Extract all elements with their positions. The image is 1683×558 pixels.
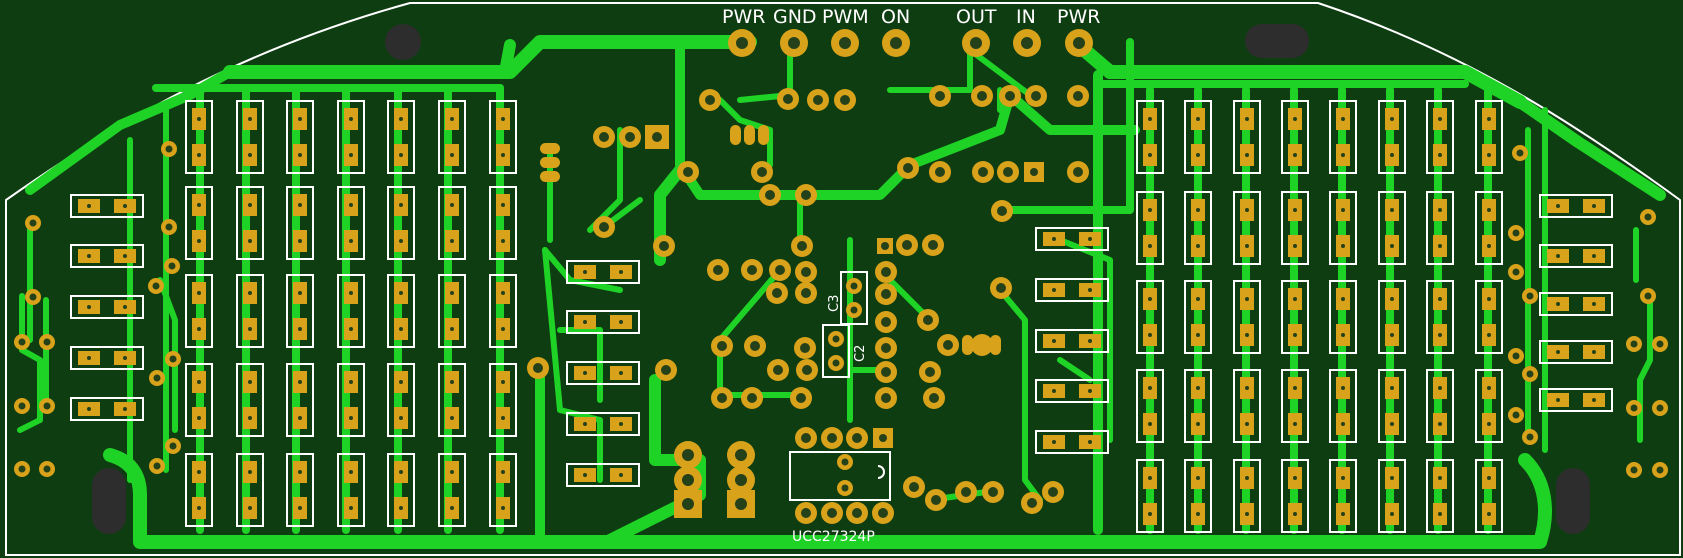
mounting-holes <box>92 24 1590 534</box>
pin-label-on: ON <box>881 6 910 28</box>
right-led-matrix <box>1136 100 1503 533</box>
c2-label: C2 <box>853 345 868 362</box>
c3-label: C3 <box>827 295 842 312</box>
right-led-column <box>1539 194 1613 412</box>
pin-label-pwr: PWR <box>722 6 765 28</box>
connector-labels: PWR GND PWM ON OUT IN PWR <box>722 6 1100 28</box>
capacitor-c2: C2 <box>822 324 868 378</box>
pin-label-in: IN <box>1016 6 1036 28</box>
ic-part-label: UCC27324P <box>792 529 875 545</box>
connector-pads <box>728 29 1093 57</box>
pin-label-pwm: PWM <box>822 6 869 28</box>
driver-ic: UCC27324P <box>789 451 891 545</box>
capacitor-c3: C3 <box>827 271 868 325</box>
pin-label-gnd: GND <box>773 6 817 28</box>
left-led-matrix <box>185 100 517 527</box>
through-hole-pads <box>14 85 1668 524</box>
pin-label-out: OUT <box>956 6 997 28</box>
pin-label-pwr-2: PWR <box>1057 6 1100 28</box>
